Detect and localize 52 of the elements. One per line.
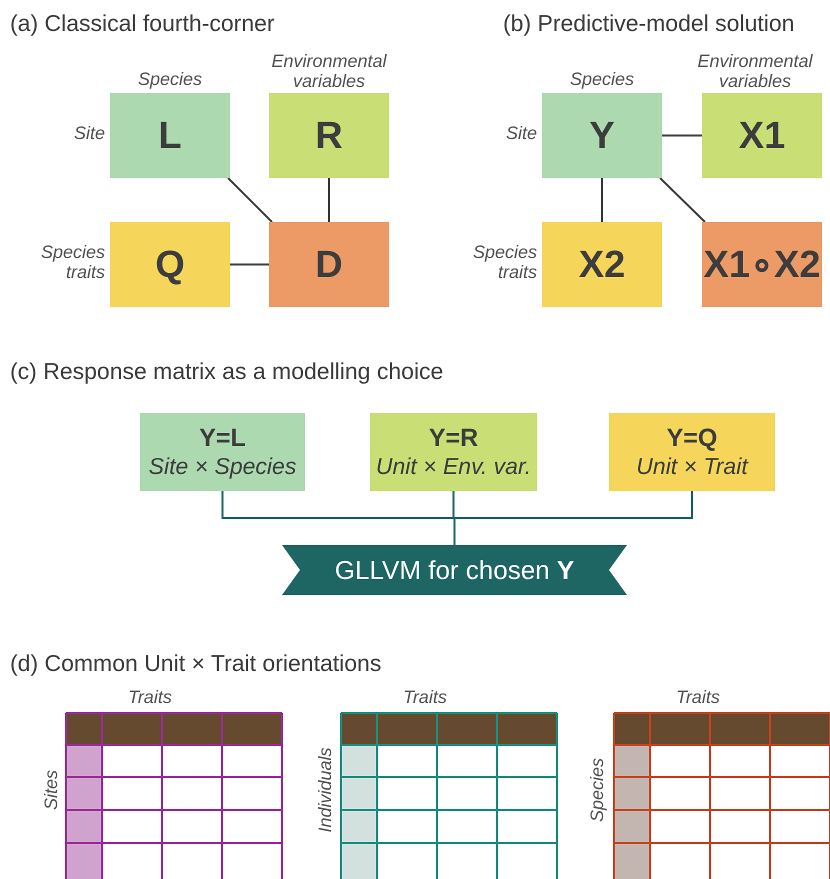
response-box bbox=[140, 413, 305, 491]
dimension-text: Site × Species bbox=[148, 453, 296, 481]
matrix-box bbox=[702, 93, 822, 178]
axis-label: Species traits bbox=[40, 243, 105, 283]
row-label: Sites bbox=[42, 770, 62, 810]
matrix-equation: Y=Q bbox=[666, 423, 718, 454]
connector-line bbox=[328, 178, 330, 222]
response-box bbox=[609, 413, 775, 491]
row-label: Individuals bbox=[316, 747, 336, 833]
matrix-box bbox=[542, 222, 662, 307]
matrix-equation: Y=L bbox=[199, 423, 246, 454]
axis-label: Environmental variables bbox=[696, 52, 814, 92]
banner-text: GLLVM for chosen Y bbox=[334, 554, 574, 586]
matrix-box bbox=[702, 222, 822, 307]
connector-line bbox=[454, 491, 693, 545]
connector-line bbox=[230, 264, 269, 266]
axis-label: Environmental variables bbox=[270, 52, 388, 92]
column-label: Traits bbox=[127, 688, 173, 708]
dimension-text: Unit × Trait bbox=[636, 453, 748, 481]
panel-title: (b) Predictive-model solution bbox=[503, 10, 794, 37]
matrix-box bbox=[110, 222, 230, 307]
matrix-box bbox=[542, 93, 662, 178]
axis-label: Site bbox=[72, 124, 105, 144]
matrix-box bbox=[110, 93, 230, 178]
axis-label: Species bbox=[136, 70, 204, 90]
matrix-symbol: D bbox=[315, 246, 343, 284]
dimension-text: Unit × Env. var. bbox=[376, 453, 532, 481]
matrix-box bbox=[269, 93, 389, 178]
matrix-symbol: Q bbox=[155, 246, 185, 284]
model-banner bbox=[282, 545, 627, 595]
column-label: Traits bbox=[675, 688, 721, 708]
matrix-box bbox=[269, 222, 389, 307]
column-label: Traits bbox=[402, 688, 448, 708]
panel-title: (d) Common Unit × Trait orientations bbox=[10, 650, 382, 677]
panel-title: (c) Response matrix as a modelling choice bbox=[10, 358, 444, 385]
axis-label: Species traits bbox=[472, 243, 537, 283]
connector-line bbox=[601, 178, 603, 222]
connector-line bbox=[227, 177, 273, 223]
response-box bbox=[370, 413, 537, 491]
matrix-symbol: R bbox=[315, 116, 343, 154]
row-label: Species bbox=[588, 758, 608, 822]
axis-label: Site bbox=[504, 124, 537, 144]
connector-line bbox=[662, 134, 702, 136]
matrix-symbol: X1∘X2 bbox=[704, 246, 820, 284]
matrix-symbol: L bbox=[158, 116, 182, 154]
matrix-symbol: X2 bbox=[578, 246, 626, 284]
axis-label: Species bbox=[568, 70, 636, 90]
panel-title: (a) Classical fourth-corner bbox=[10, 10, 275, 37]
matrix-equation: Y=R bbox=[428, 423, 478, 454]
connector-line bbox=[659, 177, 706, 223]
matrix-symbol: X1 bbox=[738, 116, 786, 154]
matrix-symbol: Y bbox=[589, 116, 615, 154]
